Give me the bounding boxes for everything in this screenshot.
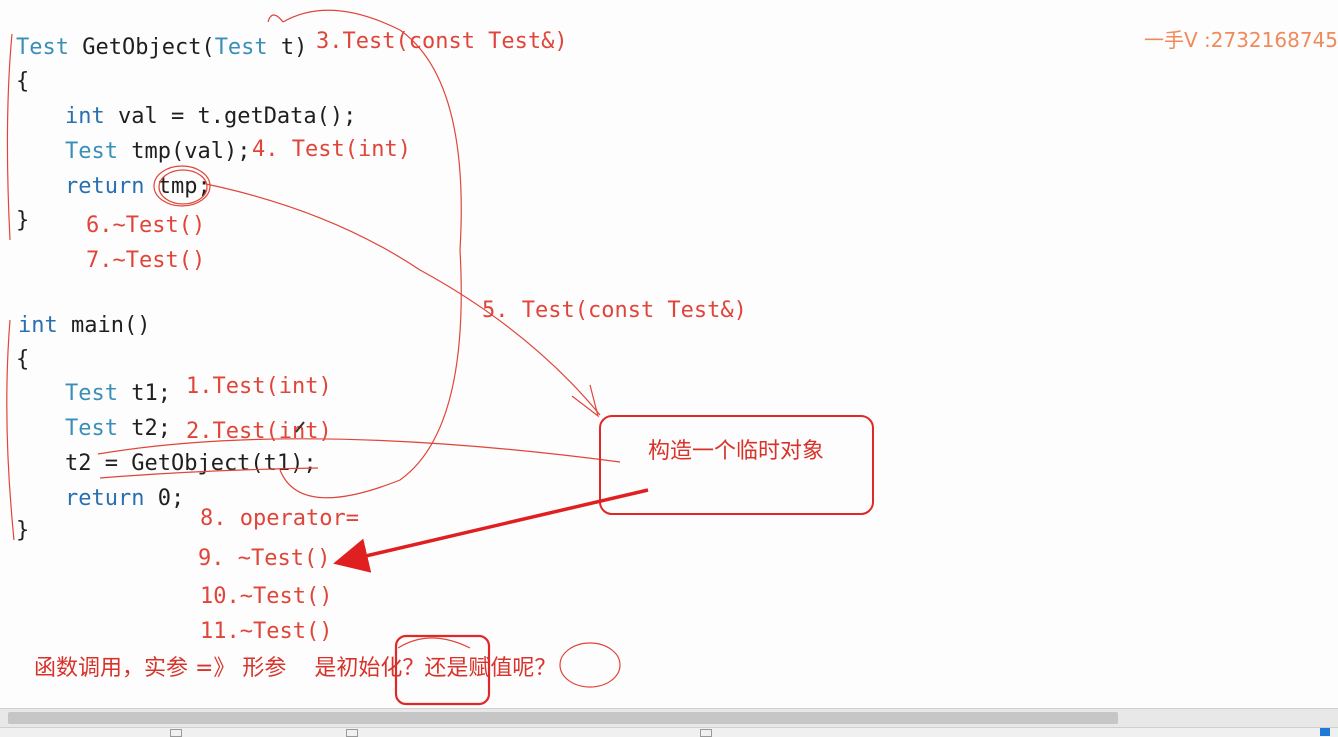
- int-keyword: int: [65, 104, 105, 129]
- return-keyword: return: [65, 486, 145, 511]
- getobject-signature: Test GetObject(Test t): [16, 34, 307, 62]
- watermark-text: 一手V :2732168745: [1143, 28, 1338, 52]
- assignment-circle: [559, 642, 621, 688]
- type-keyword: Test: [16, 35, 69, 60]
- type-keyword: Test: [65, 381, 118, 406]
- code-line-assign: t2 = GetObject(t1);: [65, 451, 317, 476]
- code-text: 0;: [144, 486, 185, 511]
- close-brace: }: [16, 518, 30, 543]
- callout-arrow: [333, 488, 649, 573]
- annotation-step-8: 8. operator=: [200, 506, 359, 531]
- code-line-getdata: int val = t.getData();: [65, 103, 356, 131]
- annotation-step-2: 2.Test(int): [186, 419, 332, 444]
- curl-mark: [267, 14, 284, 23]
- annotation-step-5: 5. Test(const Test&): [482, 298, 747, 323]
- type-keyword: Test: [65, 416, 118, 441]
- code-text: t): [267, 35, 308, 60]
- code-text: tmp(val);: [117, 139, 251, 164]
- type-keyword: Test: [214, 35, 268, 60]
- margin-bracket: [6, 33, 13, 241]
- strip-end-marker: [1320, 728, 1330, 736]
- code-line-return-0: return 0;: [65, 485, 184, 513]
- margin-bracket: [6, 319, 15, 541]
- code-text: GetObject(: [68, 35, 215, 60]
- code-text: main(): [57, 313, 151, 338]
- annotation-step-10: 10.~Test(): [200, 584, 333, 609]
- return-keyword: return: [65, 174, 145, 199]
- code-text: tmp;: [144, 174, 211, 199]
- open-brace: {: [16, 347, 30, 372]
- code-line-t2: Test t2;: [65, 415, 171, 443]
- code-line-t1: Test t1;: [65, 380, 171, 408]
- scrollbar-thumb[interactable]: [8, 712, 1118, 724]
- annotation-step-1: 1.Test(int): [186, 374, 332, 399]
- question-text: 函数调用，实参 =》 形参 是初始化？还是赋值呢？: [34, 656, 557, 681]
- code-text: t1;: [117, 381, 171, 406]
- code-line-tmp: Test tmp(val);: [65, 138, 250, 166]
- code-text: t2;: [117, 416, 171, 441]
- annotation-step-3: 3.Test(const Test&): [316, 29, 568, 54]
- open-brace: {: [16, 69, 30, 94]
- annotation-step-9: 9. ~Test(): [198, 546, 331, 571]
- code-text: val = t.getData();: [104, 104, 357, 129]
- callout-temporary-object: 构造一个临时对象: [648, 439, 825, 464]
- arrow-tip: [571, 384, 600, 418]
- code-line-return-tmp: return tmp;: [65, 173, 211, 201]
- annotation-step-4: 4. Test(int): [252, 137, 411, 162]
- annotation-step-7: 7.~Test(): [86, 248, 206, 273]
- annotation-step-11: 11.~Test(): [200, 619, 333, 644]
- annotation-step-6: 6.~Test(): [86, 213, 206, 238]
- type-keyword: Test: [65, 139, 118, 164]
- close-brace: }: [16, 208, 30, 233]
- horizontal-scrollbar[interactable]: [0, 708, 1338, 727]
- int-keyword: int: [18, 313, 58, 338]
- main-signature: int main(): [18, 312, 150, 340]
- initialization-scribble: [397, 637, 471, 649]
